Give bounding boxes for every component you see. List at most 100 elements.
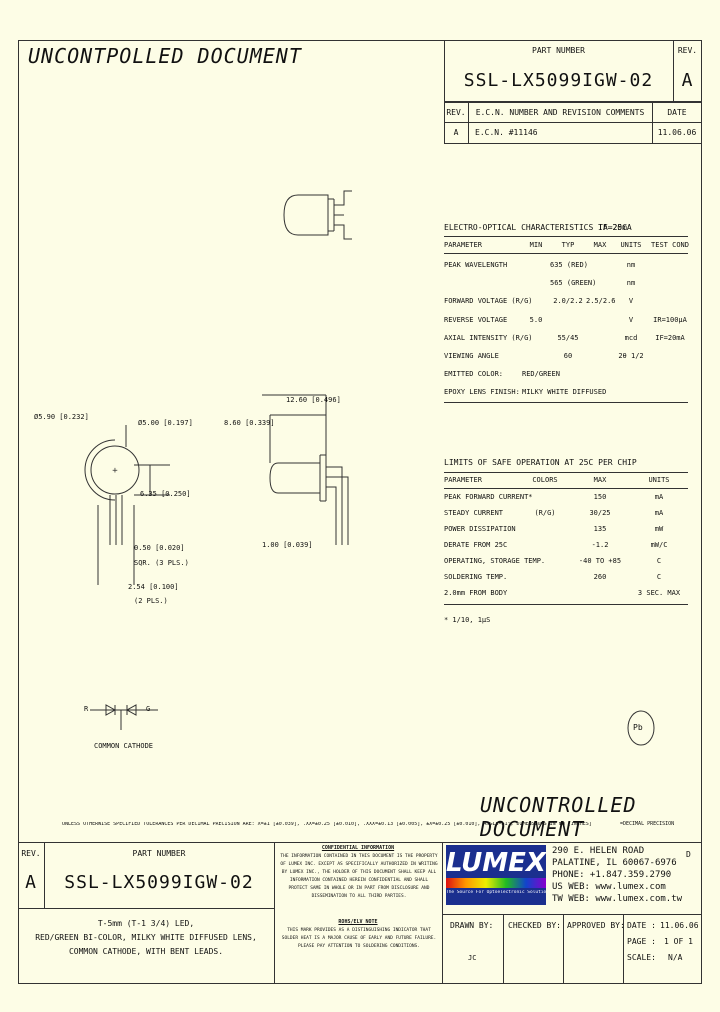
confidential-text: THE INFORMATION CONTAINED IN THIS DOCUME… bbox=[280, 854, 438, 899]
page-label: PAGE : bbox=[627, 937, 656, 946]
eo-cell: 60 bbox=[563, 352, 573, 360]
description-line-2: RED/GREEN BI-COLOR, MILKY WHITE DIFFUSED… bbox=[35, 933, 257, 942]
part-number: SSL-LX5099IGW-02 bbox=[463, 70, 654, 91]
schematic-label: COMMON CATHODE bbox=[94, 742, 154, 750]
safe-cell: 150 bbox=[593, 493, 607, 501]
eo-cell: nm bbox=[626, 279, 636, 288]
rohs-note-text: THIS MARK PROVIDES AS A DISTINGUISHING I… bbox=[281, 928, 437, 949]
rev-row-ecn: E.C.N. #11146 bbox=[475, 128, 538, 137]
eo-header-units: UNITS bbox=[620, 241, 642, 249]
scale-value: N/A bbox=[668, 953, 683, 962]
page-value: 1 OF 1 bbox=[664, 937, 693, 946]
eo-cell: RED/GREEN bbox=[522, 370, 560, 379]
eo-cell: nm bbox=[626, 261, 636, 269]
eo-cell: 5.0 bbox=[529, 315, 543, 324]
safe-cell: OPERATING, STORAGE TEMP. bbox=[444, 557, 546, 565]
eo-cell: 2.0/2.2 bbox=[553, 297, 583, 306]
safe-cell: mA bbox=[654, 493, 664, 501]
logo-spectrum-bar bbox=[446, 878, 546, 888]
led-side-view-small bbox=[283, 190, 352, 240]
eo-header-parameter: PARAMETER bbox=[444, 241, 482, 249]
eo-cell: PEAK WAVELENGTH bbox=[444, 261, 508, 269]
eo-cell: V bbox=[628, 297, 634, 306]
lumex-logo bbox=[446, 845, 546, 905]
led-dimension-drawing: + bbox=[84, 394, 349, 585]
eo-cell: 2θ 1/2 bbox=[618, 352, 644, 360]
dim-pitch: 2.54 [0.100] bbox=[128, 583, 179, 591]
rev-value: A bbox=[681, 70, 694, 91]
safe-cell: SOLDERING TEMP. bbox=[444, 573, 508, 581]
ecn-col-header: E.C.N. NUMBER AND REVISION COMMENTS bbox=[475, 108, 645, 117]
dim-offset: 1.00 [0.039] bbox=[262, 541, 313, 549]
safe-title: LIMITS OF SAFE OPERATION AT 25C PER CHIP bbox=[444, 458, 637, 467]
pb-mark-text: Pb bbox=[633, 723, 643, 732]
safe-header-max: MAX bbox=[593, 476, 607, 484]
rev-col-header: REV. bbox=[446, 108, 466, 117]
safe-cell: mW bbox=[654, 525, 664, 533]
eo-header-min: MIN bbox=[529, 241, 543, 249]
confidential-title: CONFIDENTIAL INFORMATION bbox=[321, 845, 395, 851]
schematic-diagram bbox=[90, 704, 158, 730]
company-tw-web[interactable]: TW WEB: www.lumex.com.tw bbox=[552, 894, 683, 904]
eo-header-test: TEST COND bbox=[651, 241, 689, 249]
safe-cell: mW/C bbox=[650, 541, 668, 549]
watermark-bottom: UNCONTROLLED DOCUMENT bbox=[480, 793, 637, 841]
bottom-part-number: SSL-LX5099IGW-02 bbox=[64, 872, 254, 893]
dim-height: 8.60 [0.339] bbox=[224, 419, 275, 427]
safe-note: * 1/10, 1μS bbox=[444, 616, 491, 624]
drawn-by-value: JC bbox=[468, 954, 477, 962]
safe-cell: DERATE FROM 25C bbox=[444, 541, 508, 549]
company-d-mark: D bbox=[686, 850, 691, 859]
eo-cell: mcd bbox=[624, 333, 638, 342]
eo-cell: FORWARD VOLTAGE (R/G) bbox=[444, 297, 533, 306]
eo-header-typ: TYP bbox=[561, 241, 575, 249]
revision-table bbox=[444, 102, 702, 144]
safe-cell: 135 bbox=[593, 525, 607, 533]
safe-cell: STEADY CURRENT bbox=[444, 509, 504, 517]
description-line-3: COMMON CATHODE, WITH BENT LEADS. bbox=[68, 947, 224, 956]
safe-header-parameter: PARAMETER bbox=[444, 476, 482, 484]
eo-cell: IR=100μA bbox=[653, 315, 687, 324]
eo-cell: 635 (RED) bbox=[550, 261, 588, 269]
safe-cell: PEAK FORWARD CURRENT* bbox=[444, 493, 533, 501]
eo-cell: AXIAL INTENSITY (R/G) bbox=[444, 333, 533, 342]
safe-cell: POWER DISSIPATION bbox=[444, 525, 516, 533]
eo-cell: 55/45 bbox=[557, 333, 579, 342]
dim-lens-dia: Ø5.90 [0.232] bbox=[34, 413, 89, 421]
address-line-2: PALATINE, IL 60067-6976 bbox=[552, 858, 677, 868]
safe-cell: 30/25 bbox=[589, 509, 611, 517]
date-value: 11.06.06 bbox=[660, 921, 699, 930]
bottom-rev-value: A bbox=[25, 872, 37, 893]
eo-cell: VIEWING ANGLE bbox=[444, 352, 499, 360]
bottom-title-block bbox=[18, 842, 702, 984]
tolerance-note: UNLESS OTHERWISE SPECIFIED TOLERANCES PE… bbox=[62, 822, 592, 827]
eo-cell: MILKY WHITE DIFFUSED bbox=[522, 388, 607, 397]
schematic-g: G bbox=[146, 705, 151, 713]
date-label: DATE : bbox=[627, 921, 656, 930]
bottom-rev-label: REV. bbox=[21, 849, 41, 858]
rev-row-date: 11.06.06 bbox=[657, 128, 697, 137]
watermark-top: UNCONTPOLLED DOCUMENT bbox=[28, 44, 302, 68]
approved-by-label: APPROVED BY: bbox=[567, 921, 625, 930]
dim-body-dia: Ø5.00 [0.197] bbox=[138, 419, 193, 427]
decimal-note: =DECIMAL PRECISION bbox=[620, 821, 675, 827]
date-col-header: DATE bbox=[667, 108, 687, 117]
dim-pitch2: (2 PLS.) bbox=[134, 597, 168, 605]
eo-condition: IF=20mA bbox=[598, 223, 632, 232]
safe-cell: C bbox=[656, 557, 662, 565]
safe-cell: -40 TO +85 bbox=[578, 557, 622, 565]
safe-cell: 260 bbox=[593, 573, 607, 581]
part-number-label: PART NUMBER bbox=[532, 46, 585, 55]
dim-lead-sq2: SQR. (3 PLS.) bbox=[134, 559, 189, 567]
rohs-note-title: ROHS/ELV NOTE bbox=[338, 919, 378, 925]
safe-header-units: UNITS bbox=[648, 476, 670, 484]
safe-cell: mA bbox=[654, 509, 664, 517]
address-line-1: 290 E. HELEN ROAD bbox=[552, 846, 645, 856]
company-phone: PHONE: +1.847.359.2790 bbox=[552, 870, 672, 880]
company-us-web[interactable]: US WEB: www.lumex.com bbox=[552, 882, 666, 892]
eo-cell: EPOXY LENS FINISH: bbox=[444, 388, 520, 397]
eo-cell: 565 (GREEN) bbox=[550, 279, 597, 288]
top-title-block bbox=[444, 40, 702, 102]
lumex-logo-text: LUMEX bbox=[446, 848, 546, 878]
safe-cell: -1.2 bbox=[591, 541, 609, 549]
